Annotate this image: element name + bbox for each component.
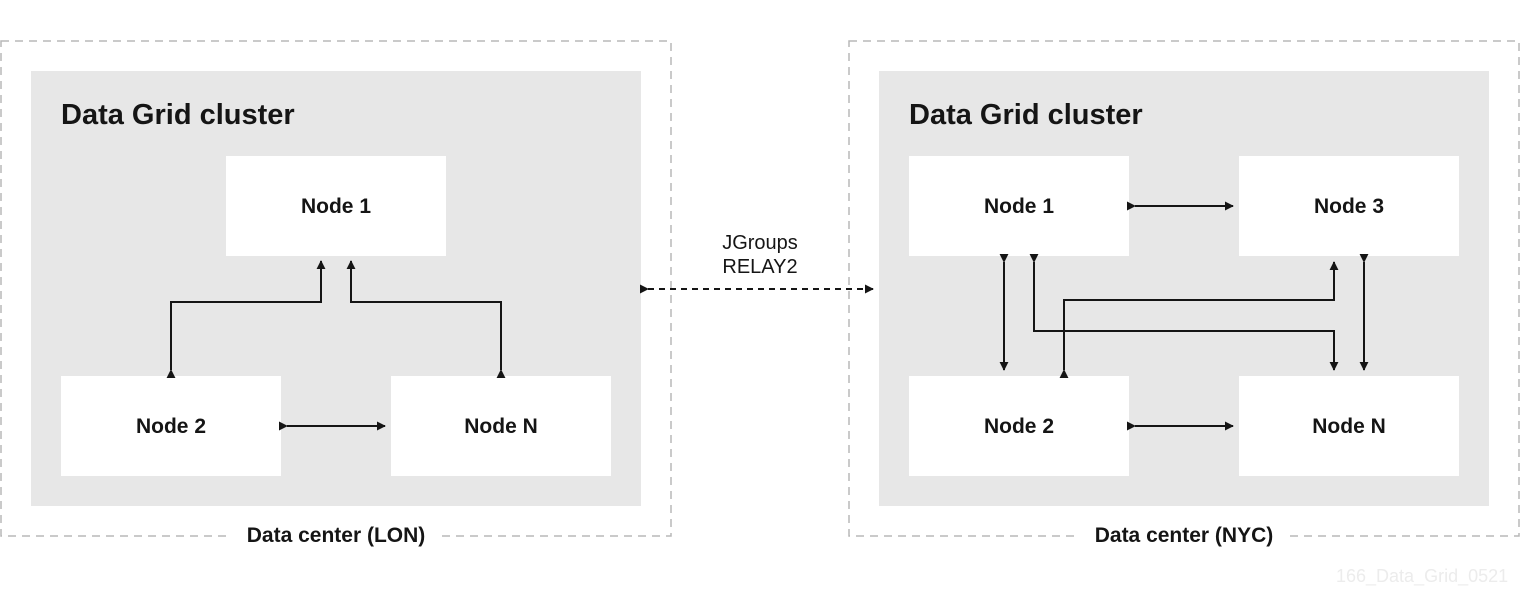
cluster-title-nyc: Data Grid cluster <box>909 99 1143 131</box>
node-box-lon-node-1: Node 1 <box>226 156 446 256</box>
relay-label-line2: RELAY2 <box>722 256 797 278</box>
node-box-lon-node-n: Node N <box>391 376 611 476</box>
connector-lon-nodeN-node1 <box>346 260 506 379</box>
datacenter-label-nyc: Data center (NYC) <box>1095 524 1274 547</box>
relay-link: JGroups RELAY2 <box>639 232 874 294</box>
connector-lon-node2-node1 <box>166 260 326 379</box>
node-box-nyc-node-n: Node N <box>1239 376 1459 476</box>
node-label: Node N <box>464 415 538 438</box>
figure-id-watermark: 166_Data_Grid_0521 <box>1336 566 1508 587</box>
node-label: Node 2 <box>136 415 206 438</box>
node-box-nyc-node-1: Node 1 <box>909 156 1129 256</box>
node-box-nyc-node-2: Node 2 <box>909 376 1129 476</box>
relay-label-line1: JGroups <box>722 232 798 254</box>
node-box-lon-node-2: Node 2 <box>61 376 281 476</box>
node-label: Node 1 <box>984 195 1054 218</box>
site-lon: Data Grid cluster Node 1 Node 2 Node N D… <box>0 40 672 552</box>
cluster-title-lon: Data Grid cluster <box>61 99 295 131</box>
node-label: Node N <box>1312 415 1386 438</box>
datacenter-label-lon: Data center (LON) <box>247 524 426 547</box>
node-label: Node 2 <box>984 415 1054 438</box>
connector-nyc-node1-nodeN <box>1029 253 1339 371</box>
node-label: Node 3 <box>1314 195 1384 218</box>
node-label: Node 1 <box>301 195 371 218</box>
node-box-nyc-node-3: Node 3 <box>1239 156 1459 256</box>
site-nyc: Data Grid cluster Node 1 Node 3 Node 2 N… <box>848 40 1520 552</box>
